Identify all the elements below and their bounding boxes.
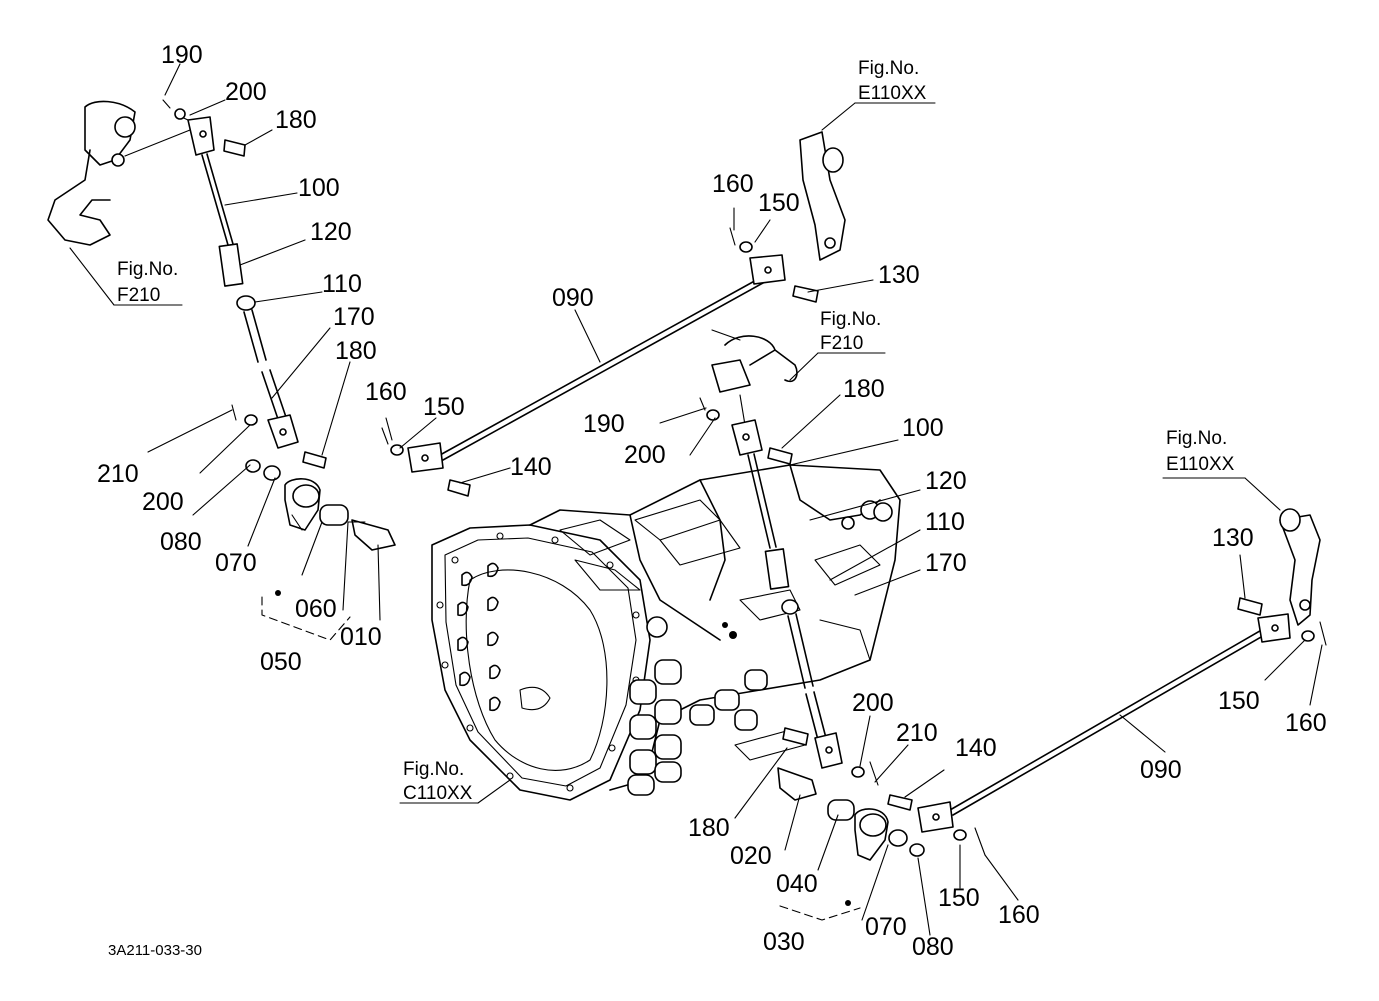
cross-rod-lower — [887, 508, 1327, 856]
part-label: 120 — [925, 467, 967, 495]
fig-ref-prefix-right: Fig.No. — [1166, 428, 1227, 449]
part-label: 060 — [295, 595, 337, 623]
fig-ref-top-left: F210 — [117, 285, 160, 306]
part-label: 160 — [712, 170, 754, 198]
part-label: 090 — [1140, 756, 1182, 784]
part-label: 190 — [161, 41, 203, 69]
fig-ref-prefix-center: Fig.No. — [820, 309, 881, 330]
fig-ref-prefix-top-right: Fig.No. — [858, 58, 919, 79]
part-label: 090 — [552, 284, 594, 312]
part-label: 150 — [938, 884, 980, 912]
part-label: 100 — [902, 414, 944, 442]
part-label: 110 — [925, 508, 965, 536]
fig-ref-center: F210 — [820, 333, 863, 354]
part-label: 160 — [1285, 709, 1327, 737]
part-label: 180 — [335, 337, 377, 365]
part-label: 020 — [730, 842, 772, 870]
part-label: 140 — [955, 734, 997, 762]
part-label: 190 — [583, 410, 625, 438]
part-label: 030 — [763, 928, 805, 956]
fig-ref-prefix-bottom: Fig.No. — [403, 759, 464, 780]
fig-refs: Fig.No. E110XX Fig.No. F210 Fig.No. F210… — [117, 58, 1235, 804]
part-label: 200 — [225, 78, 267, 106]
fig-ref-right: E110XX — [1166, 454, 1235, 475]
center-linkage — [699, 329, 925, 921]
part-label: 150 — [758, 189, 800, 217]
leader-lines — [69, 63, 1323, 936]
part-label: 160 — [998, 901, 1040, 929]
cross-rod-upper — [381, 131, 846, 497]
part-label: 010 — [340, 623, 382, 651]
part-label: 070 — [865, 913, 907, 941]
part-label: 120 — [310, 218, 352, 246]
left-linkage — [47, 99, 396, 641]
part-label: 110 — [322, 270, 362, 298]
part-label: 080 — [160, 528, 202, 556]
part-label: 210 — [97, 460, 139, 488]
part-label: 130 — [1212, 524, 1254, 552]
part-label: 160 — [365, 378, 407, 406]
part-label: 180 — [688, 814, 730, 842]
part-label: 180 — [843, 375, 885, 403]
fig-ref-top-right: E110XX — [858, 83, 927, 104]
part-label: 050 — [260, 648, 302, 676]
part-label: 170 — [333, 303, 375, 331]
part-label: 140 — [510, 453, 552, 481]
part-label: 200 — [142, 488, 184, 516]
part-label: 080 — [912, 933, 954, 961]
transmission-housing — [431, 464, 901, 801]
fig-ref-bottom: C110XX — [403, 783, 473, 804]
part-label: 170 — [925, 549, 967, 577]
part-label: 130 — [878, 261, 920, 289]
part-label: 150 — [1218, 687, 1260, 715]
part-label: 070 — [215, 549, 257, 577]
part-label: 200 — [624, 441, 666, 469]
part-label: 200 — [852, 689, 894, 717]
part-label: 040 — [776, 870, 818, 898]
part-label: 100 — [298, 174, 340, 202]
part-labels: 190 200 180 100 120 110 170 180 160 150 … — [97, 41, 1327, 961]
part-label: 180 — [275, 106, 317, 134]
drawing-code: 3A211-033-30 — [108, 942, 202, 959]
part-label: 150 — [423, 393, 465, 421]
part-label: 210 — [896, 719, 938, 747]
fig-ref-prefix-top-left: Fig.No. — [117, 259, 178, 280]
